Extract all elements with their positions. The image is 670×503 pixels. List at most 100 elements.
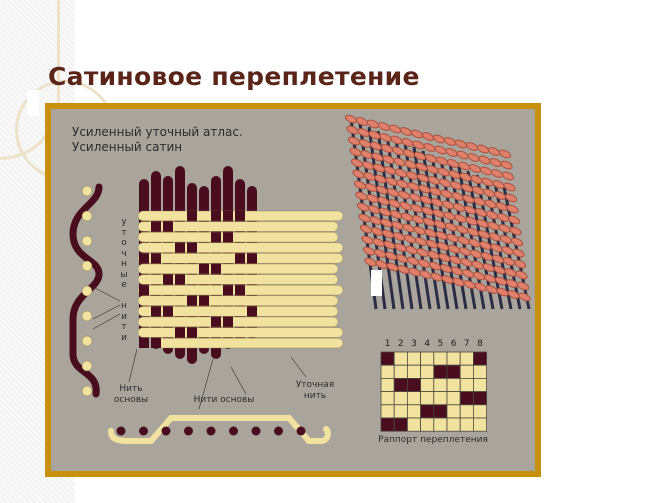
warp-overlap-cell [199,295,209,306]
fabric-weft-loop [369,216,382,225]
fabric-weft-loop [378,207,392,217]
fabric-weft-loop [419,195,433,205]
fabric-weft-loop [481,177,494,187]
rapport-column-number: 1 [385,339,391,349]
fabric-weft-loop [438,253,451,262]
rapport-cell [406,404,421,419]
rapport-cell [433,351,448,366]
warp-overlap-cell [223,317,233,327]
fabric-weft-loop [432,209,445,218]
fabric-weft-loop [452,277,465,287]
figure-subtitle: Усиленный уточный атлас. Усиленный сатин [72,125,243,155]
fabric-weft-loop [488,232,502,242]
warp-overlap-cell [175,242,185,253]
fabric-weft-loop [430,272,443,282]
fabric-weft-loop [499,235,513,244]
fabric-weft-loop [421,206,434,216]
warp-overlap-cell [187,295,197,306]
weft-thread-dot [81,285,93,297]
fabric-weft-loop [410,129,424,139]
fabric-weft-loop [465,216,478,226]
fabric-weft-loop [389,210,403,219]
rapport-cell [380,364,395,379]
fabric-weft-loop [412,140,425,150]
fabric-weft-loop [395,254,409,263]
fabric-weft-loop [498,224,511,233]
fabric-weft-loop [500,160,513,170]
fabric-weft-loop [469,249,483,259]
fabric-weft-loop [383,240,396,250]
warp-overlap-cell [235,253,245,264]
warp-overlap-cell [247,253,257,264]
fabric-weft-loop [429,187,442,196]
fabric-weft-loop [380,144,394,153]
fabric-weft-loop [501,246,514,255]
warp-overlap-cell [211,264,221,274]
fabric-weft-loop [388,199,401,208]
warp-thread-dot [274,426,283,436]
fabric-weft-loop [344,114,358,124]
fabric-weft-loop [364,257,377,267]
leader-line [92,286,121,302]
subtitle-line-2: Усиленный сатин [72,140,183,154]
fabric-weft-loop [510,237,524,247]
fabric-weft-loop [463,280,476,289]
fabric-weft-loop [418,184,431,194]
fabric-weft-loop [366,194,379,203]
fabric-weft-loop [472,271,486,281]
rapport-cell [446,391,461,406]
rapport-cell [472,364,487,379]
warp-thread-cross-section [69,183,103,398]
warp-overlap-cell [139,253,149,264]
rapport-cell [472,377,487,392]
rapport-cell [420,404,435,419]
rapport-cell [393,391,408,406]
fabric-weft-loop [432,134,446,144]
fabric-weft-loop [491,254,505,264]
fabric-weft-loop [443,211,456,221]
fabric-weft-loop [375,185,389,195]
warp-overlap-cell [139,285,149,295]
fabric-weft-loop [397,265,410,274]
warp-overlap-cell [163,221,173,232]
rapport-cell [433,417,448,432]
rapport-cell [406,377,421,392]
weft-thread [137,327,344,338]
rapport-cell [406,417,421,432]
fabric-weft-loop [513,259,527,269]
fabric-weft-loop [377,122,391,131]
fabric-weft-loop [474,208,488,217]
fabric-weft-loop [419,270,432,279]
fabric-weft-loop [397,190,411,200]
fabric-weft-loop [377,196,390,206]
weft-thread [155,337,344,349]
fabric-weft-loop [465,142,479,151]
fabric-weft-loop [396,179,409,189]
fabric-weft-loop [445,148,458,157]
fabric-weft-loop [373,249,387,258]
rapport-cell [472,351,487,366]
warp-overlap-cell [187,242,197,253]
warp-threads-label: Нити основы [193,395,255,405]
rapport-cell [420,351,435,366]
fabric-weft-loop [353,180,367,190]
rapport-cell [380,404,395,419]
fabric-weft-loop [502,257,516,266]
fabric-weft-loop [454,139,468,149]
fabric-weft-loop [416,248,429,257]
fabric-weft-loop [507,215,521,225]
leader-line [128,348,138,383]
fabric-weft-loop [462,194,475,204]
fabric-weft-loop [349,147,362,157]
rapport-cell [446,417,461,432]
warp-overlap-cell [187,211,197,221]
fabric-weft-loop [515,270,528,280]
fabric-weft-loop [361,235,374,245]
fabric-weft-loop [455,225,469,234]
fabric-weft-loop [359,224,373,234]
rapport-cell [446,351,461,366]
fabric-weft-loop [394,168,408,178]
fabric-weft-loop [434,145,447,155]
fabric-weft-loop [368,130,381,140]
